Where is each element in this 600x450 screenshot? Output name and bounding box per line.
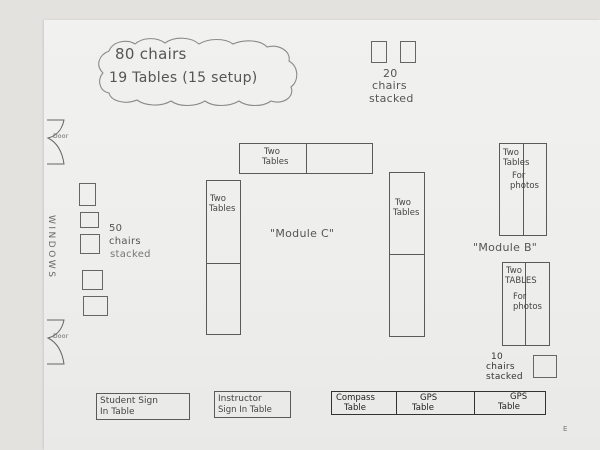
module-b-upper-table: Two Tables For photos (499, 143, 547, 236)
student-sign-in-line1: Student Sign (100, 396, 158, 406)
instructor-sign-in-table: Instructor Sign In Table (214, 391, 291, 418)
corner-mark: E (563, 425, 568, 433)
chairs-top-label-line3: stacked (369, 92, 414, 105)
chairs-right-label-line3: stacked (486, 372, 523, 382)
door-swing-icon (46, 319, 65, 365)
cloud-line-chairs: 80 chairs (115, 45, 187, 63)
door-bottom: Door (44, 318, 74, 368)
windows-label: WINDOWS (46, 215, 56, 280)
table-divider (306, 144, 307, 173)
chairs-left-label-line3: stacked (110, 249, 151, 260)
module-b-lower-line1: Two (506, 266, 522, 276)
module-c-left-table-line2: Tables (209, 204, 236, 214)
module-b-label: "Module B" (473, 241, 538, 254)
instructor-sign-in-line2: Sign In Table (218, 405, 272, 415)
chairs-right-count: 10 (491, 352, 504, 362)
module-b-lower-line4: photos (513, 302, 542, 312)
compass-gps-table-row: Compass Table GPS Table GPS Table (331, 391, 546, 415)
instructor-sign-in-line1: Instructor (218, 394, 262, 404)
module-b-lower-line3: For (513, 292, 527, 302)
module-b-upper-line4: photos (510, 181, 539, 191)
module-c-right-table: Two Tables (389, 172, 425, 337)
module-b-lower-line2: TABLES (505, 276, 537, 286)
module-c-left-table-line1: Two (210, 194, 226, 204)
chairs-top-label-line2: chairs (372, 79, 407, 92)
chair-stack-box (533, 355, 557, 378)
module-c-top-table-line2: Tables (262, 157, 289, 167)
chair-stack-box (371, 41, 387, 63)
module-c-top-table: Two Tables (239, 143, 373, 174)
chairs-top-count: 20 (383, 67, 398, 80)
compass-table-line1: Compass (336, 393, 375, 403)
door-top: Door (44, 118, 74, 168)
cloud-line-tables: 19 Tables (15 setup) (109, 70, 258, 86)
chairs-left-count: 50 (109, 223, 123, 234)
module-c-right-table-line1: Two (395, 198, 411, 208)
chair-stack-box (79, 183, 96, 206)
chairs-left-label-line2: chairs (109, 236, 141, 247)
compass-table-line2: Table (344, 403, 366, 413)
cloud-outline-icon (98, 37, 298, 107)
chair-stack-box (80, 212, 99, 228)
table-divider (474, 392, 475, 414)
chair-stack-box (82, 270, 103, 290)
module-c-label: "Module C" (270, 227, 335, 240)
table-divider (396, 392, 397, 414)
chairs-right-label-line2: chairs (486, 362, 515, 372)
module-b-upper-line3: For (512, 171, 526, 181)
module-b-upper-line1: Two (503, 148, 519, 158)
module-c-left-table: Two Tables (206, 180, 241, 335)
student-sign-in-line2: In Table (100, 407, 135, 417)
door-top-label: Door (53, 133, 69, 140)
gps-table-2-line1: GPS (510, 392, 528, 402)
module-c-top-table-line1: Two (264, 147, 280, 157)
summary-cloud: 80 chairs 19 Tables (15 setup) (95, 35, 305, 107)
door-swing-icon (46, 119, 65, 165)
table-divider (390, 254, 424, 255)
table-divider (523, 144, 524, 235)
gps-table-1-line1: GPS (420, 393, 438, 403)
gps-table-2-line2: Table (498, 402, 520, 412)
student-sign-in-table: Student Sign In Table (96, 393, 190, 420)
chair-stack-box (400, 41, 416, 63)
module-c-right-table-line2: Tables (393, 208, 420, 218)
table-divider (525, 263, 526, 345)
table-divider (207, 263, 240, 264)
chair-stack-box (83, 296, 108, 316)
door-bottom-label: Door (53, 333, 69, 340)
module-b-upper-line2: Tables (503, 158, 530, 168)
gps-table-1-line2: Table (412, 403, 434, 413)
module-b-lower-table: Two TABLES For photos (502, 262, 550, 346)
chair-stack-box (80, 234, 100, 254)
